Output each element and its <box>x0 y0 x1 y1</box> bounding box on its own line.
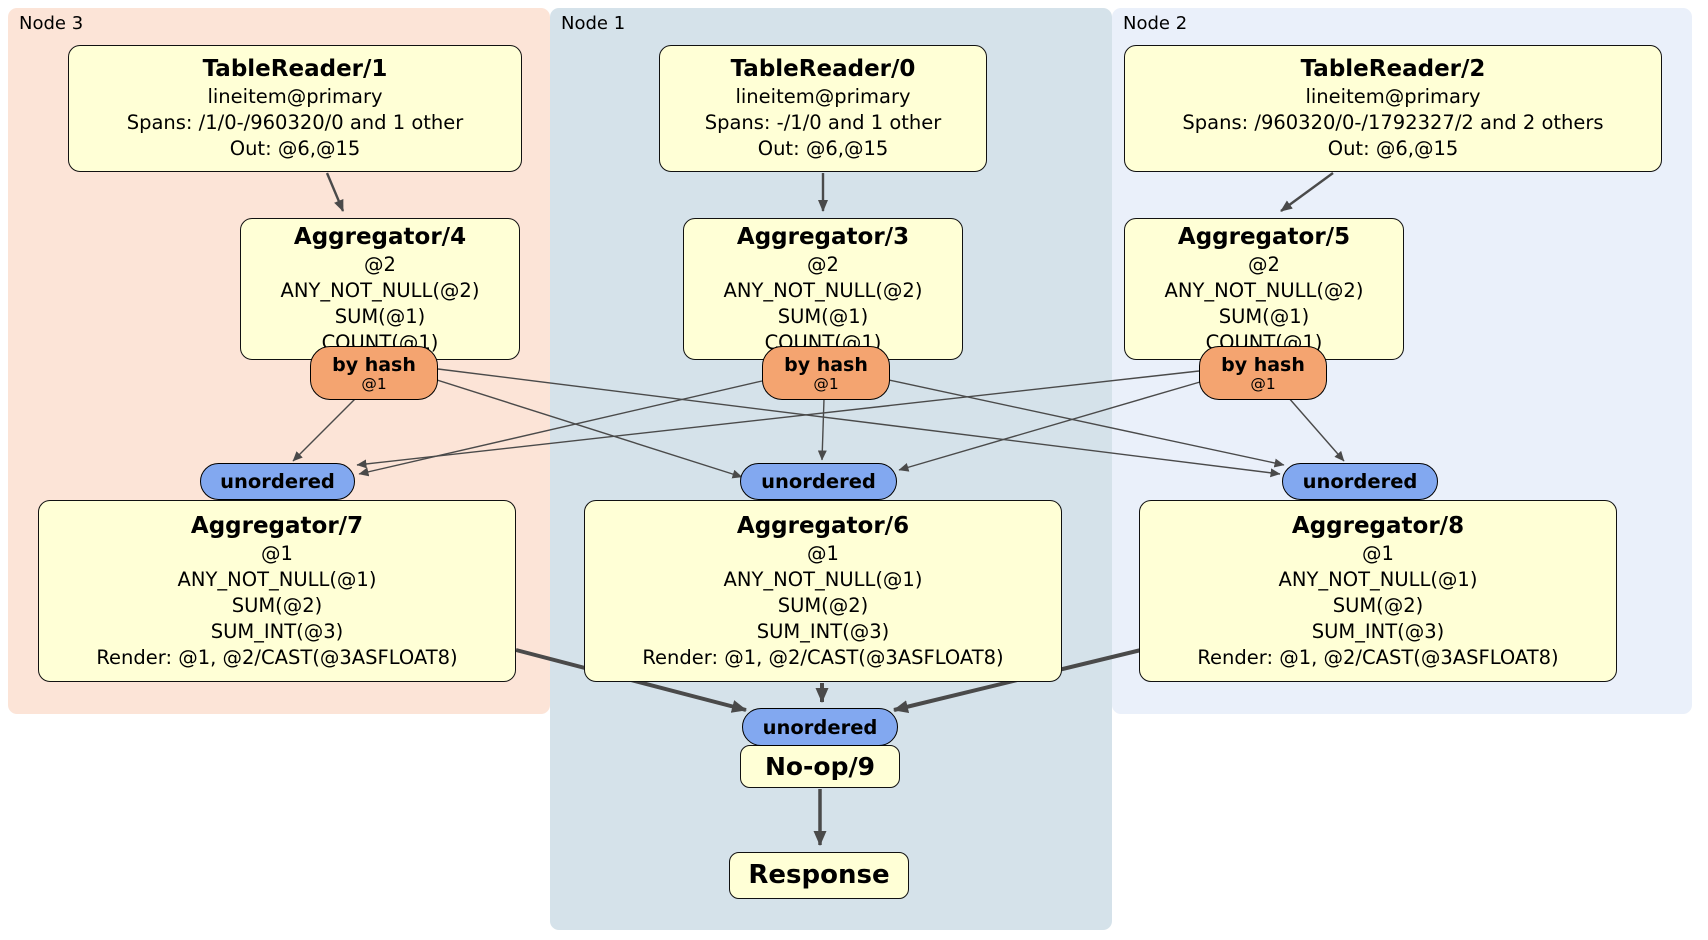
sync-label: unordered <box>220 470 335 493</box>
processor-line: SUM(@1) <box>1218 304 1310 328</box>
processor-line: SUM(@2) <box>1332 593 1424 617</box>
edge-byhash3-unordered7 <box>358 380 763 477</box>
processor-aggregator-4: Aggregator/4 @2 ANY_NOT_NULL(@2) SUM(@1)… <box>240 218 520 360</box>
processor-line: Spans: /1/0-/960320/0 and 1 other <box>126 111 464 134</box>
router-detail: @1 <box>1250 374 1276 393</box>
processor-line: lineitem@primary <box>735 85 911 108</box>
sync-label: unordered <box>1302 470 1418 493</box>
processor-aggregator-7: Aggregator/7 @1 ANY_NOT_NULL(@1) SUM(@2)… <box>38 500 516 682</box>
sync-unordered-7: unordered <box>200 463 355 500</box>
edge-byhash4-unordered8 <box>437 368 1281 478</box>
processor-line: @1 <box>261 541 293 565</box>
router-label: by hash <box>1221 353 1305 376</box>
processor-line: ANY_NOT_NULL(@2) <box>1164 278 1364 302</box>
edge-byhash3-unordered8 <box>888 379 1285 468</box>
edge-tablereader1-aggregator4 <box>325 172 345 212</box>
processor-line: ANY_NOT_NULL(@2) <box>723 278 923 302</box>
processor-line: @2 <box>1248 252 1280 276</box>
processor-aggregator-8: Aggregator/8 @1 ANY_NOT_NULL(@1) SUM(@2)… <box>1139 500 1617 682</box>
processor-title: Aggregator/3 <box>736 223 910 250</box>
processor-title: Aggregator/5 <box>1177 223 1351 250</box>
sync-unordered-final: unordered <box>742 708 898 746</box>
processor-title: Aggregator/7 <box>190 512 364 539</box>
router-detail: @1 <box>361 374 387 393</box>
processor-line: SUM(@2) <box>231 593 323 617</box>
processor-tablereader-0: TableReader/0 lineitem@primary Spans: -/… <box>659 45 987 172</box>
processor-line: Render: @1, @2/CAST(@3ASFLOAT8) <box>1197 645 1559 669</box>
processor-line: lineitem@primary <box>1305 85 1481 108</box>
sync-unordered-6: unordered <box>740 463 897 500</box>
region-node2-label: Node 2 <box>1123 13 1188 34</box>
processor-line: Render: @1, @2/CAST(@3ASFLOAT8) <box>642 645 1004 669</box>
processor-line: ANY_NOT_NULL(@1) <box>723 567 923 591</box>
processor-line: ANY_NOT_NULL(@1) <box>1278 567 1478 591</box>
processor-title: Aggregator/6 <box>736 512 910 539</box>
processor-line: Out: @6,@15 <box>229 137 361 160</box>
processor-line: Out: @6,@15 <box>757 137 889 160</box>
edge-byhash5-unordered7 <box>356 370 1200 469</box>
processor-title: TableReader/1 <box>202 56 388 82</box>
processor-aggregator-3: Aggregator/3 @2 ANY_NOT_NULL(@2) SUM(@1)… <box>683 218 963 360</box>
sync-label: unordered <box>762 715 878 739</box>
processor-line: Spans: -/1/0 and 1 other <box>704 111 942 134</box>
processor-line: @2 <box>807 252 839 276</box>
edge-byhash5-unordered8 <box>1287 396 1345 462</box>
router-label: by hash <box>332 353 416 376</box>
processor-title: Response <box>748 860 890 890</box>
processor-line: ANY_NOT_NULL(@1) <box>177 567 377 591</box>
processor-line: ANY_NOT_NULL(@2) <box>280 278 480 302</box>
processor-title: No-op/9 <box>764 752 876 781</box>
processor-line: @2 <box>364 252 396 276</box>
processor-response: Response <box>729 852 909 899</box>
processor-line: @1 <box>807 541 839 565</box>
edge-tablereader2-aggregator5 <box>1280 172 1334 212</box>
processor-title: Aggregator/4 <box>293 223 467 250</box>
processor-tablereader-2: TableReader/2 lineitem@primary Spans: /9… <box>1124 45 1662 172</box>
processor-line: SUM(@1) <box>777 304 869 328</box>
processor-line: Out: @6,@15 <box>1327 137 1459 160</box>
router-label: by hash <box>784 353 868 376</box>
processor-line: SUM_INT(@3) <box>756 619 890 643</box>
processor-tablereader-1: TableReader/1 lineitem@primary Spans: /1… <box>68 45 522 172</box>
processor-line: SUM(@1) <box>334 304 426 328</box>
processor-line: Render: @1, @2/CAST(@3ASFLOAT8) <box>96 645 458 669</box>
router-detail: @1 <box>813 374 839 393</box>
sync-unordered-8: unordered <box>1282 463 1438 500</box>
sync-label: unordered <box>761 470 876 493</box>
edge-byhash5-unordered6 <box>898 381 1201 472</box>
edge-byhash3-unordered6 <box>817 398 827 461</box>
processor-aggregator-6: Aggregator/6 @1 ANY_NOT_NULL(@1) SUM(@2)… <box>584 500 1062 682</box>
router-by-hash-5: by hash @1 <box>1199 346 1327 400</box>
processor-line: Spans: /960320/0-/1792327/2 and 2 others <box>1182 111 1604 134</box>
processor-title: Aggregator/8 <box>1291 512 1465 539</box>
processor-aggregator-5: Aggregator/5 @2 ANY_NOT_NULL(@2) SUM(@1)… <box>1124 218 1404 360</box>
processor-title: TableReader/0 <box>730 56 916 82</box>
edge-byhash4-unordered6 <box>436 379 743 479</box>
processor-line: @1 <box>1362 541 1394 565</box>
router-by-hash-3: by hash @1 <box>762 346 890 400</box>
region-node1-label: Node 1 <box>561 13 626 34</box>
processor-line: lineitem@primary <box>207 85 383 108</box>
processor-noop-9: No-op/9 <box>740 745 900 788</box>
processor-title: TableReader/2 <box>1300 56 1486 82</box>
processor-line: SUM(@2) <box>777 593 869 617</box>
edge-byhash4-unordered7 <box>292 397 357 462</box>
router-by-hash-4: by hash @1 <box>310 346 438 400</box>
processor-line: SUM_INT(@3) <box>210 619 344 643</box>
region-node3-label: Node 3 <box>19 13 84 34</box>
processor-line: SUM_INT(@3) <box>1311 619 1445 643</box>
